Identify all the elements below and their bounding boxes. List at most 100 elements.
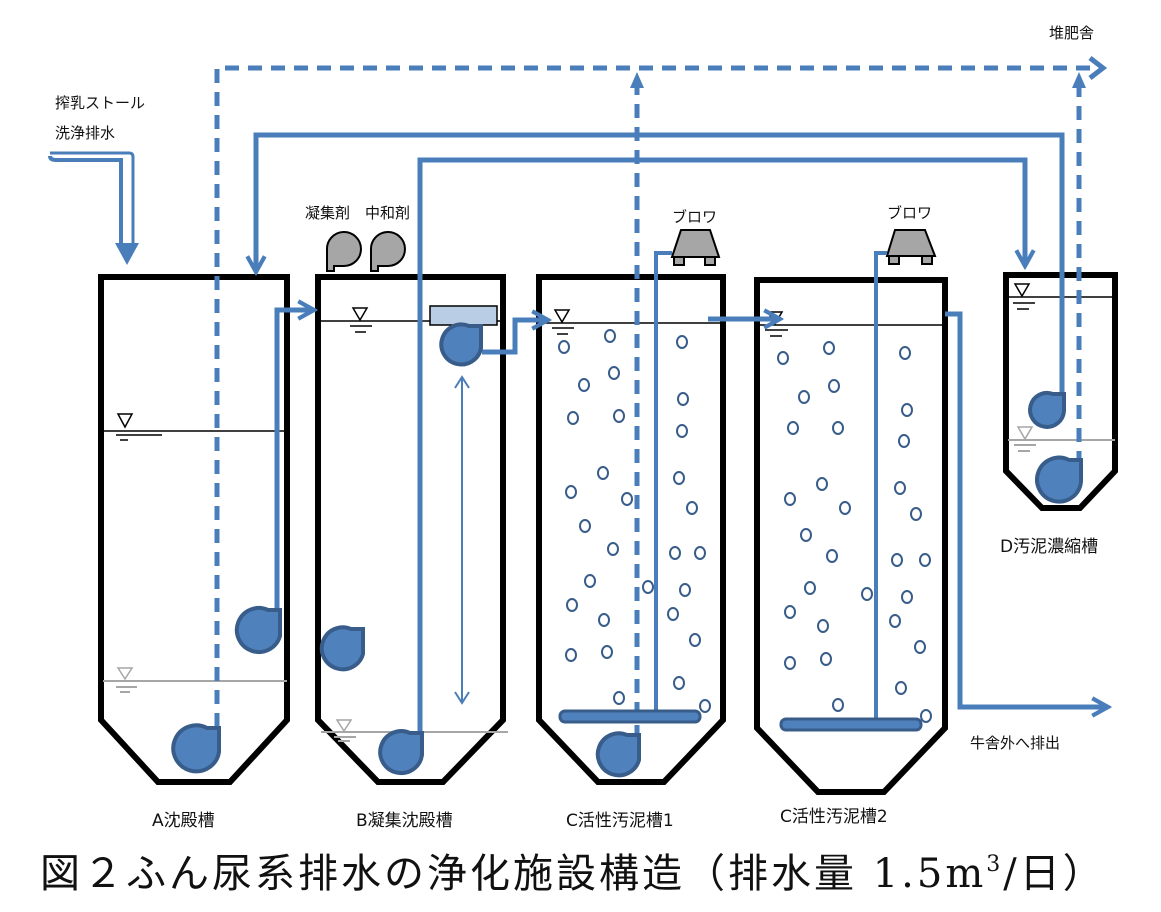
air-bubble [891,553,903,567]
blower1-icon [670,229,721,266]
compost-arrow-icon [1088,56,1108,80]
air-bubble [826,549,838,563]
air-bubble [597,466,609,480]
air-bubble [784,605,796,619]
blower2-label: ブロワ [887,204,932,222]
sludge-line-b-to-d [417,157,1025,738]
water-level-d-low [1008,426,1115,452]
pump-b-bottom-icon [378,729,424,776]
inflow-pipe [48,151,139,265]
air-bubble [613,409,625,423]
air-bubble [895,681,907,695]
air-bubble [832,698,844,712]
air-bubble [676,424,688,438]
air-bubble [894,481,906,495]
air-bubble [601,645,613,659]
air-bubble [823,341,835,355]
scraper-box [429,305,498,326]
tank-a-label: A沈殿槽 [152,811,215,831]
air-bubble [598,613,610,627]
air-bubble [676,335,688,349]
air-pipe-c1 [654,251,672,715]
tank-a-outline [98,274,290,785]
air-bubble [689,633,701,647]
air-bubble [832,421,844,435]
tank-c1-label: C活性汚泥槽1 [566,811,674,831]
c1-up-arrow-icon [630,72,644,88]
tank-c2-outline [754,277,948,795]
air-bubble [679,583,691,597]
figure-caption-superscript: 3 [986,852,1003,877]
air-bubble [828,379,840,393]
air-bubble [910,507,922,521]
pump-d-middle-icon [1028,390,1066,429]
air-bubble [816,477,828,491]
air-bubble [667,607,679,621]
air-bubble [798,390,810,404]
d-up-arrow-icon [1072,72,1086,88]
air-bubble [861,587,873,601]
air-bubble [898,434,910,448]
air-bubble [642,580,654,594]
air-bubble [699,699,711,713]
air-bubble [558,340,570,354]
air-bubble [914,640,926,654]
figure-caption-tail: /日） [1003,851,1105,897]
air-bubble [817,619,829,633]
neutralizer-label: 中和剤 [365,204,410,222]
air-bubble [578,378,590,392]
figure-caption-main: 図２ふん尿系排水の浄化施設構造（排水量 1.5m [40,851,986,897]
air-bubble [613,691,625,705]
air-bubble [565,485,577,499]
tank-c2-label: C活性汚泥槽2 [780,807,888,827]
inflow-arrow-icon [115,243,139,265]
air-bubble [920,709,932,723]
pump-c1-bottom-icon [595,731,641,778]
air-bubble [784,492,796,506]
air-bubble [579,519,591,533]
air-bubble [901,590,913,604]
pump-d-bottom-icon [1035,455,1083,504]
air-bubble [584,574,596,588]
air-bubble [673,676,685,690]
blower1-label: ブロワ [672,208,717,226]
air-bubble [669,546,681,560]
air-bubble [777,351,789,365]
diffuser-c1 [558,709,702,724]
air-bubble [567,411,579,425]
inflow-label-line2: 洗浄排水 [55,124,115,142]
air-bubble [566,598,578,612]
coagulant-pump-icon [325,231,362,272]
air-bubble [565,648,577,662]
return-line-d-to-a [256,132,1065,400]
transfer-b-to-c1 [482,320,548,355]
air-bubble [604,329,616,343]
figure-caption: 図２ふん尿系排水の浄化施設構造（排水量 1.5m3/日） [40,851,1106,897]
coagulant-label: 凝集剤 [305,204,350,222]
pump-a-transfer-icon [234,606,282,654]
water-level-c2 [759,311,943,337]
air-bubble [621,492,633,506]
air-bubble [899,346,911,360]
air-bubble [839,501,851,515]
tank-c1-outline [536,274,726,785]
pump-a-bottom-icon [171,723,221,774]
inflow-label-line1: 搾乳ストール [55,94,145,112]
air-bubble [901,403,913,417]
air-bubble [889,614,901,628]
compost-house-label: 堆肥舎 [1049,24,1094,42]
tank-d-label: D汚泥濃縮槽 [1000,537,1098,557]
water-level-c1 [541,309,721,335]
air-bubble [686,501,698,515]
diffuser-c2 [779,717,923,732]
aeration-bubbles [558,329,932,723]
tank-b-label: B凝集沈殿槽 [356,811,453,831]
tank-d-outline [1003,272,1118,511]
air-bubble [608,366,620,380]
blower2-icon [885,229,937,265]
air-bubble [800,528,812,542]
water-level-a-high [103,413,285,441]
air-bubble [694,546,706,560]
sludge-line-to-compost [214,65,1100,750]
